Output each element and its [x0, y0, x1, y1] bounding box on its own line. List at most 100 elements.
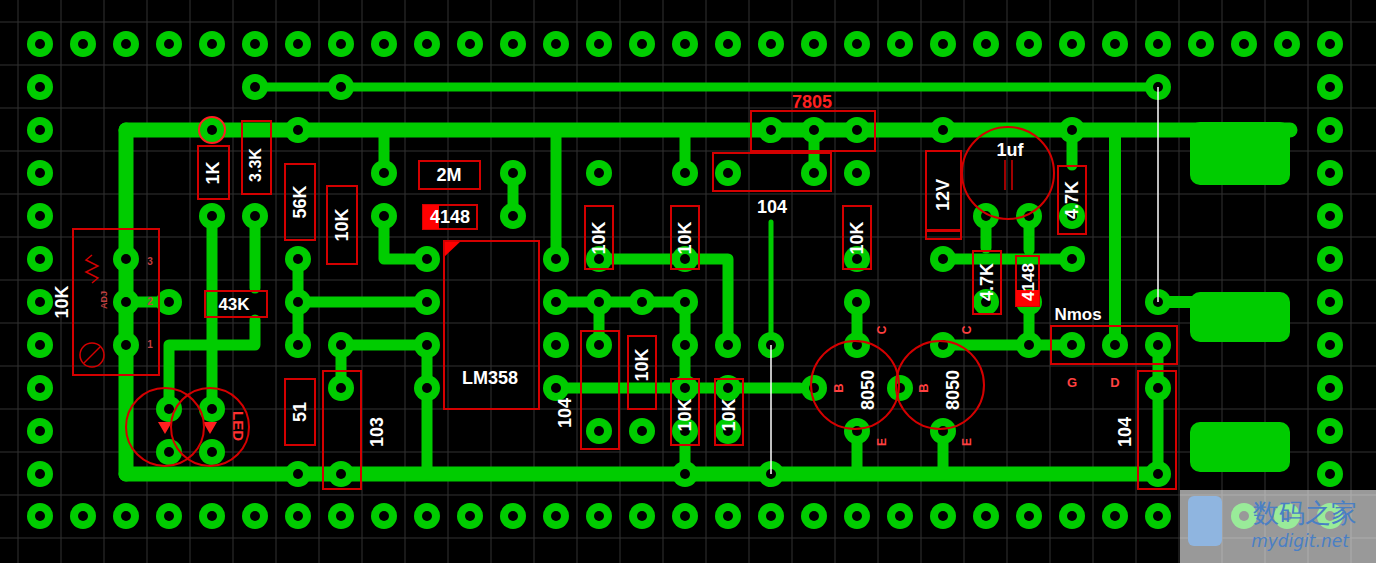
pad-hole	[1325, 426, 1335, 436]
pad-hole	[250, 82, 260, 92]
component-outline: 104	[580, 330, 620, 450]
component-outline-circle: LED	[124, 386, 252, 470]
polarity-mark	[1004, 160, 1006, 190]
watermark: 数码之家	[1253, 500, 1357, 526]
pad	[113, 289, 139, 315]
pad	[844, 503, 870, 529]
pad-hole	[164, 39, 174, 49]
pad-hole	[1325, 211, 1335, 221]
grid-line	[0, 495, 1376, 496]
component-label: 1uf	[997, 141, 1024, 159]
pad	[27, 289, 53, 315]
grid-line	[0, 538, 1376, 539]
pad-hole	[121, 297, 131, 307]
pad	[328, 375, 354, 401]
pad-hole	[551, 39, 561, 49]
pad	[844, 160, 870, 186]
pad	[414, 375, 440, 401]
pad-hole	[121, 39, 131, 49]
pad-hole	[465, 39, 475, 49]
pad-hole	[35, 82, 45, 92]
pad-hole	[1153, 511, 1163, 521]
pad-hole	[637, 511, 647, 521]
pad	[328, 332, 354, 358]
grid-line	[104, 0, 105, 563]
pad-hole	[1325, 125, 1335, 135]
pad-hole	[938, 426, 948, 436]
component-outline: 3.3K	[241, 120, 272, 195]
pad-hole	[35, 426, 45, 436]
pad	[801, 160, 827, 186]
pad-hole	[293, 254, 303, 264]
pad-hole	[1024, 511, 1034, 521]
pad	[113, 31, 139, 57]
pad	[500, 503, 526, 529]
pad-hole	[852, 254, 862, 264]
component-outline: 4.7K	[1057, 165, 1087, 235]
pad	[973, 503, 999, 529]
pad-hole	[121, 511, 131, 521]
pad	[27, 418, 53, 444]
watermark-patch	[1180, 490, 1376, 563]
pad-hole	[336, 82, 346, 92]
pad-hole	[35, 469, 45, 479]
component-label: 4.7K	[978, 263, 996, 301]
pad	[70, 503, 96, 529]
pad	[199, 31, 225, 57]
pad	[285, 289, 311, 315]
pad-hole	[1153, 340, 1163, 350]
pad	[887, 503, 913, 529]
pad-hole	[35, 340, 45, 350]
pad-hole	[1067, 340, 1077, 350]
component-label: 10K	[720, 398, 738, 431]
pad	[285, 332, 311, 358]
component-label: 10K	[590, 221, 608, 254]
pad	[371, 503, 397, 529]
pad	[156, 31, 182, 57]
pad	[1145, 375, 1171, 401]
pad-hole	[207, 404, 217, 414]
pad-hole	[981, 39, 991, 49]
component-label: 10K	[676, 221, 694, 254]
pad-hole	[637, 297, 647, 307]
pad-hole	[422, 297, 432, 307]
pad-hole	[1067, 254, 1077, 264]
pad-hole	[336, 511, 346, 521]
component-label: 10K	[53, 285, 71, 318]
component-outline: 1K	[197, 145, 230, 200]
pad	[844, 31, 870, 57]
pad-hole	[250, 511, 260, 521]
trace	[126, 467, 1160, 482]
component-label: 104	[1116, 417, 1134, 447]
pad	[930, 246, 956, 272]
pad	[27, 203, 53, 229]
pad-hole	[207, 125, 217, 135]
pad	[1145, 332, 1171, 358]
pad-hole	[336, 340, 346, 350]
outline-circle	[811, 341, 899, 429]
pad	[1317, 332, 1343, 358]
component-outline: 104	[1137, 370, 1177, 490]
component-label: 8050	[944, 370, 962, 410]
pad-hole	[508, 39, 518, 49]
pad	[27, 74, 53, 100]
pad	[1188, 31, 1214, 57]
outline-circle	[896, 341, 984, 429]
pad-hole	[422, 511, 432, 521]
pad	[1059, 332, 1085, 358]
pad-hole	[680, 168, 690, 178]
component-outline: 43K	[204, 290, 268, 318]
pad-hole	[121, 254, 131, 264]
pad	[371, 31, 397, 57]
component-label: 10K	[333, 208, 351, 241]
grid-line	[1308, 0, 1309, 563]
pad	[199, 503, 225, 529]
trace	[556, 297, 685, 308]
pad	[758, 31, 784, 57]
pad	[586, 332, 612, 358]
component-outline: 10K	[584, 205, 614, 270]
pad	[629, 289, 655, 315]
pad	[1102, 332, 1128, 358]
pad-hole	[379, 211, 389, 221]
pad	[930, 31, 956, 57]
